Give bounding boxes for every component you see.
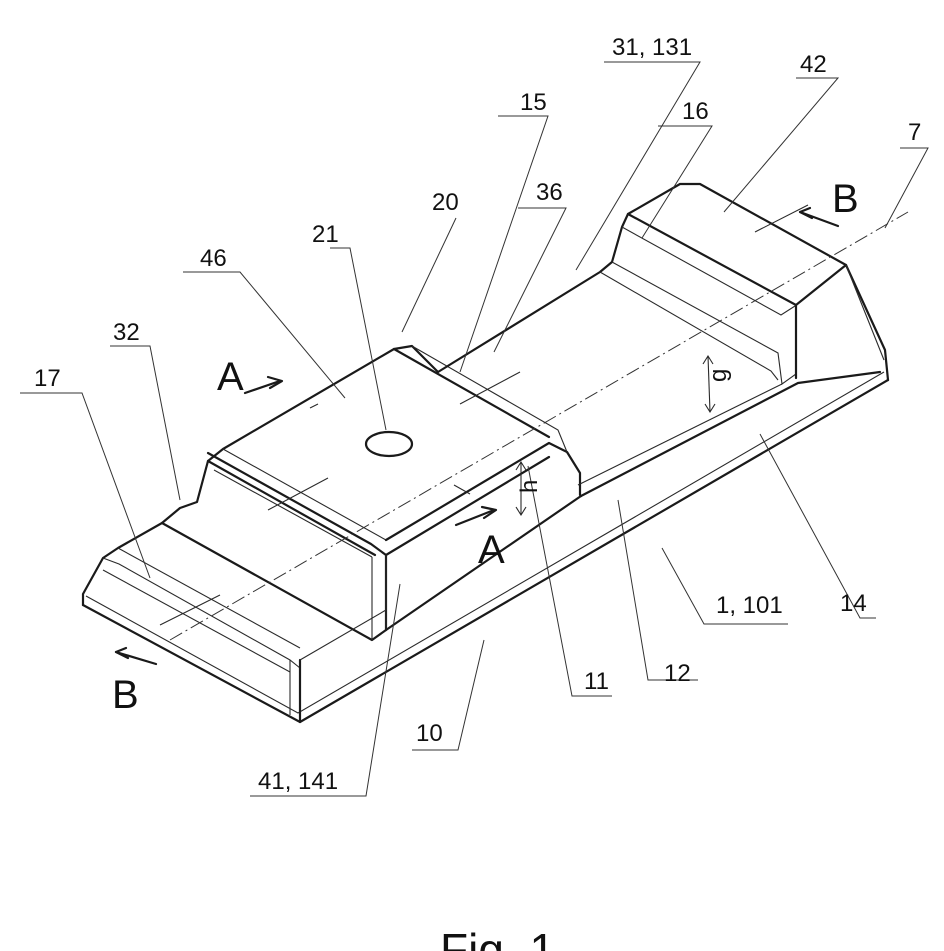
label-20: 20 <box>432 189 459 216</box>
label-12: 12 <box>664 660 691 687</box>
label-36: 36 <box>536 179 563 206</box>
section-b-bottom: B <box>112 673 139 717</box>
leader-lines <box>20 62 928 796</box>
figure-caption: Fig. 1 <box>440 924 555 951</box>
reference-labels: 7 42 31, 131 16 15 36 20 21 46 32 17 14 … <box>34 34 921 795</box>
hole-21 <box>366 432 412 456</box>
label-31: 31, 131 <box>612 34 692 61</box>
label-42: 42 <box>800 51 827 78</box>
label-21: 21 <box>312 221 339 248</box>
label-11: 11 <box>584 668 609 695</box>
section-a-bottom: A <box>478 528 505 572</box>
label-17: 17 <box>34 365 61 392</box>
label-16: 16 <box>682 98 709 125</box>
label-41: 41, 141 <box>258 768 338 795</box>
label-46: 46 <box>200 245 227 272</box>
label-14: 14 <box>840 590 867 617</box>
section-b-top: B <box>832 177 859 221</box>
section-a-top: A <box>217 355 244 399</box>
label-1: 1, 101 <box>716 592 783 619</box>
label-h: h <box>516 480 543 493</box>
label-15: 15 <box>520 89 547 116</box>
center-axis-7 <box>170 212 908 640</box>
label-7: 7 <box>908 119 921 146</box>
label-32: 32 <box>113 319 140 346</box>
label-10: 10 <box>416 720 443 747</box>
label-g: g <box>705 369 732 382</box>
